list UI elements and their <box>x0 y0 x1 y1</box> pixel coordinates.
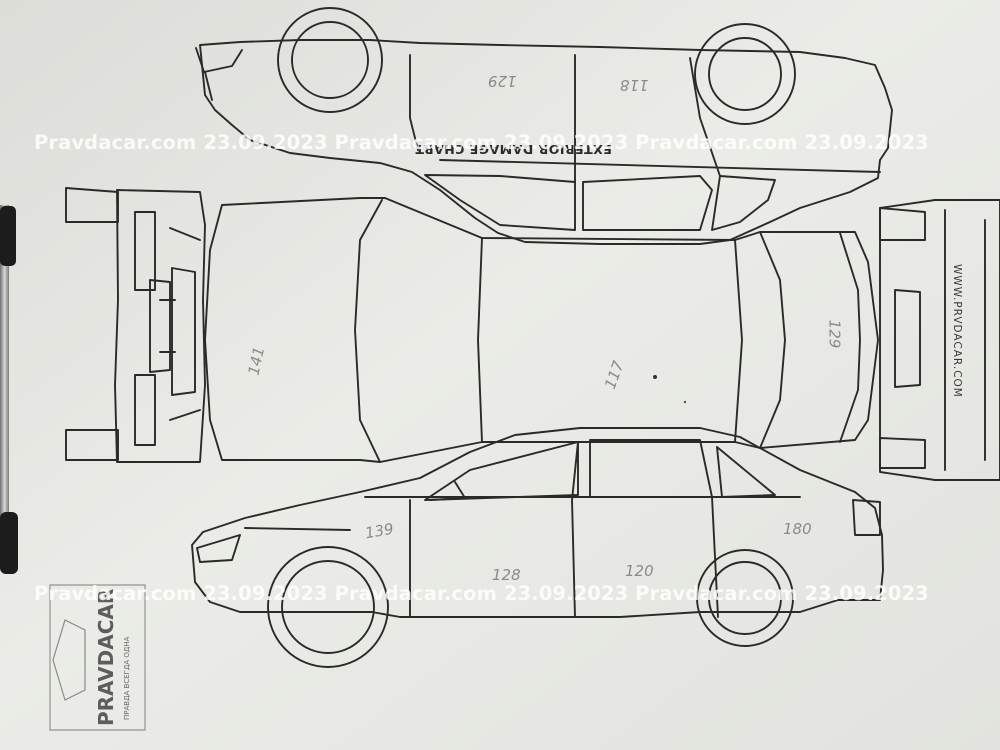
watermark-top: Pravdacar.com 23.09.2023 Pravdacar.com 2… <box>34 131 929 154</box>
reading-right-rear-door: 120 <box>625 562 654 580</box>
right-side-view <box>191 427 884 668</box>
clipboard-clip <box>0 205 18 574</box>
stamp-brand: PRAVDACAR <box>94 589 118 726</box>
top-view <box>204 197 879 463</box>
reading-right-rear-quarter: 180 <box>783 520 812 538</box>
site-url: WWW.PRVDACAR.COM <box>951 264 963 398</box>
stamp-tagline: ПРАВДА ВСЕГДА ОДНА <box>123 636 131 720</box>
reading-right-front-door: 128 <box>492 566 521 584</box>
reading-left-front-door: 129 <box>488 72 517 90</box>
left-side-view <box>195 7 893 245</box>
reading-left-rear-door: 118 <box>620 76 649 94</box>
rear-view <box>879 199 1000 481</box>
car-diagram <box>65 7 1000 668</box>
reading-trunk-lid: 129 <box>825 319 844 349</box>
pravdacar-stamp-logo: PRAVDACAR ПРАВДА ВСЕГДА ОДНА <box>49 584 146 731</box>
front-view <box>65 187 206 463</box>
watermark-bottom: Pravdacar.com 23.09.2023 Pravdacar.com 2… <box>34 582 929 605</box>
